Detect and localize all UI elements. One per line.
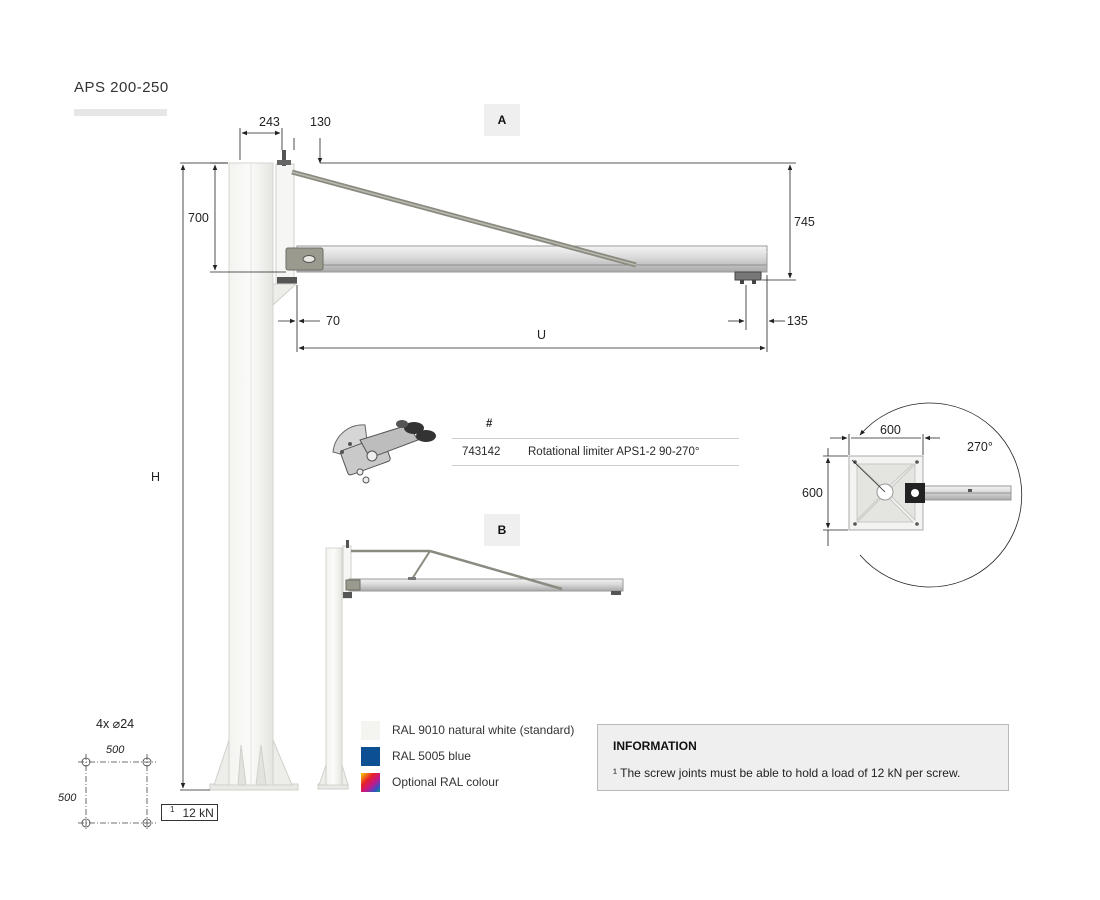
part-number: 743142 [462, 446, 501, 458]
dim-243: 243 [259, 115, 280, 129]
information-title: INFORMATION [613, 739, 697, 753]
view-tag-a: A [484, 104, 520, 136]
dim-plate-width: 600 [880, 423, 901, 437]
bolt-spacing-x: 500 [106, 744, 125, 756]
part-description: Rotational limiter APS1-2 90-270° [528, 446, 700, 458]
colour-option-optional: Optional RAL colour [361, 772, 574, 792]
colour-option-white: RAL 9010 natural white (standard) [361, 720, 574, 740]
dim-rotation: 270° [967, 440, 993, 454]
colour-legend: RAL 9010 natural white (standard) RAL 50… [361, 720, 574, 792]
dim-130: 130 [310, 115, 331, 129]
load-value: 12 kN [182, 805, 214, 820]
dim-745: 745 [794, 215, 815, 229]
swatch-white [361, 720, 380, 740]
main-pillar [209, 150, 299, 791]
bolt-spacing-y: 500 [58, 792, 77, 804]
page-title: APS 200-250 [74, 79, 169, 96]
bolt-spec: 4x ⌀24 [96, 717, 135, 731]
swatch-blue [361, 746, 380, 766]
jib-boom [285, 169, 768, 284]
crane-view-b [317, 540, 624, 790]
information-box: INFORMATION ¹ The screw joints must be a… [597, 724, 1009, 791]
bolt-pattern [78, 754, 156, 830]
colour-option-blue: RAL 5005 blue [361, 746, 574, 766]
table-header-number: # [486, 418, 493, 430]
dim-135: 135 [787, 314, 808, 328]
dim-70: 70 [326, 314, 340, 328]
base-plate-top-view [823, 402, 1023, 588]
load-label: 1 12 kN [161, 804, 218, 821]
dim-u: U [537, 328, 547, 342]
dim-h: H [151, 470, 161, 484]
title-underline [74, 109, 167, 116]
dim-plate-height: 600 [802, 486, 823, 500]
swatch-optional [361, 772, 380, 792]
colour-label-optional: Optional RAL colour [392, 775, 499, 789]
information-text: ¹ The screw joints must be able to hold … [613, 766, 961, 780]
colour-label-white: RAL 9010 natural white (standard) [392, 723, 575, 737]
view-tag-b: B [484, 514, 520, 546]
colour-label-blue: RAL 5005 blue [392, 749, 471, 763]
load-superscript: 1 [170, 805, 175, 814]
dim-700: 700 [188, 211, 209, 225]
table-row: 743142 Rotational limiter APS1-2 90-270° [452, 438, 739, 466]
rotational-limiter-image [332, 420, 436, 484]
